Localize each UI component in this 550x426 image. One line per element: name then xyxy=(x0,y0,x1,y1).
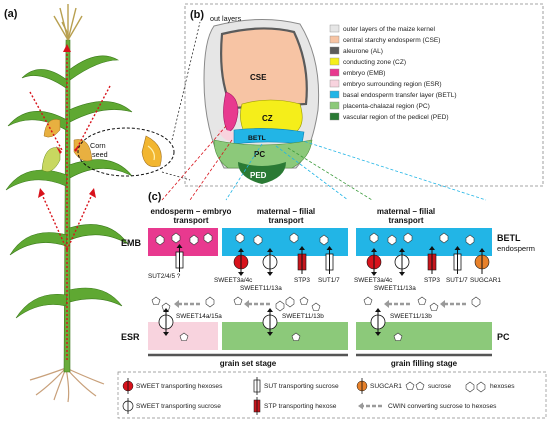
legend-sucrose: sucrose xyxy=(428,383,451,390)
label-sweet11b-b: SWEET11/13b xyxy=(390,313,432,320)
legend-cwin: CWIN converting sucrose to hexoses xyxy=(388,403,497,410)
legend-sweet-hex: SWEET transporting hexoses xyxy=(136,383,223,390)
label-sweet3a-b: SWEET3a/4c xyxy=(354,277,393,284)
pc-label: PC xyxy=(497,332,510,342)
legend-b-item: basal endosperm transfer layer (BETL) xyxy=(343,92,457,99)
seed-icon xyxy=(141,135,162,167)
legend-b-item: embryo (EMB) xyxy=(343,70,386,77)
legend-b-item: aleurone (AL) xyxy=(343,48,383,55)
legend-b-item: outer layers of the maize kernel xyxy=(343,26,436,33)
betl-label: BETL xyxy=(497,233,521,243)
header-endo-embryo-1: endosperm – embryo xyxy=(151,207,232,216)
label-sweet11a-b: SWEET11/13a xyxy=(374,285,416,292)
middle-row xyxy=(151,296,481,312)
seed-label-2: seed xyxy=(92,150,108,159)
label-sweet14: SWEET14a/15a xyxy=(176,313,222,320)
label-sweet11b: SWEET11/13b xyxy=(282,313,324,320)
legend-b-item: placenta-chalazal region (PC) xyxy=(343,103,430,110)
region-betl-label: BETL xyxy=(248,135,266,142)
stage-set-label: grain set stage xyxy=(220,359,277,368)
header-mat-filial-b1: maternal – filial xyxy=(377,207,435,216)
panel-c-label: (c) xyxy=(148,191,162,203)
legend-b-item: vascular region of the pedicel (PED) xyxy=(343,114,449,121)
label-stp3-b: STP3 xyxy=(424,277,440,284)
legend-c-frame xyxy=(117,371,547,419)
label-sut24: SUT2/4/5 ? xyxy=(148,273,181,280)
legend-c: SWEET transporting hexoses SUT transport… xyxy=(122,377,515,415)
header-mat-filial-2: transport xyxy=(268,216,303,225)
legend-sut-suc: SUT transporting sucrose xyxy=(264,383,339,390)
legend-hexoses: hexoses xyxy=(490,383,515,390)
out-layers-label: out layers xyxy=(210,14,242,23)
region-pc-label: PC xyxy=(254,150,265,159)
label-stp3: STP3 xyxy=(294,277,310,284)
transporters-bottom xyxy=(158,308,386,336)
label-sut17: SUT1/7 xyxy=(318,277,340,284)
label-sut17-b: SUT1/7 xyxy=(446,277,468,284)
seed-callout xyxy=(77,127,175,177)
corn-plant xyxy=(5,4,133,403)
hexose-icons-top xyxy=(155,232,475,246)
legend-b-item: conducting zone (CZ) xyxy=(343,59,406,66)
legend-b-item: central starchy endosperm (CSE) xyxy=(343,37,440,44)
transporters-top xyxy=(175,244,490,276)
label-sweet3a: SWEET3a/4c xyxy=(214,277,253,284)
esr-label: ESR xyxy=(121,332,140,342)
emb-label: EMB xyxy=(121,238,142,248)
region-ped-label: PED xyxy=(250,171,267,180)
legend-sugcar: SUGCAR1 xyxy=(370,383,402,390)
label-sweet11a: SWEET11/13a xyxy=(240,285,282,292)
header-mat-filial-b2: transport xyxy=(388,216,423,225)
region-cz-label: CZ xyxy=(262,114,273,123)
legend-stp-hex: STP transporting hexose xyxy=(264,403,337,410)
kernel-diagram xyxy=(203,19,320,184)
legend-sweet-suc: SWEET transporting sucrose xyxy=(136,403,221,410)
panel-a-label: (a) xyxy=(4,8,18,20)
header-endo-embryo-2: transport xyxy=(173,216,208,225)
endosperm-label: endosperm xyxy=(497,244,535,253)
legend-b-item: embryo surrounding region (ESR) xyxy=(343,81,442,88)
sucrose-icons-bottom xyxy=(179,332,403,341)
legend-b: outer layers of the maize kernel central… xyxy=(329,24,457,121)
region-cse-label: CSE xyxy=(250,73,267,82)
label-sugcar1: SUGCAR1 xyxy=(470,277,501,284)
panel-b-label: (b) xyxy=(190,9,204,21)
stage-filling-label: grain filling stage xyxy=(391,359,458,368)
pc-box-set xyxy=(222,322,348,350)
seed-label-1: Corn xyxy=(90,141,106,150)
header-mat-filial-1: maternal – filial xyxy=(257,207,315,216)
